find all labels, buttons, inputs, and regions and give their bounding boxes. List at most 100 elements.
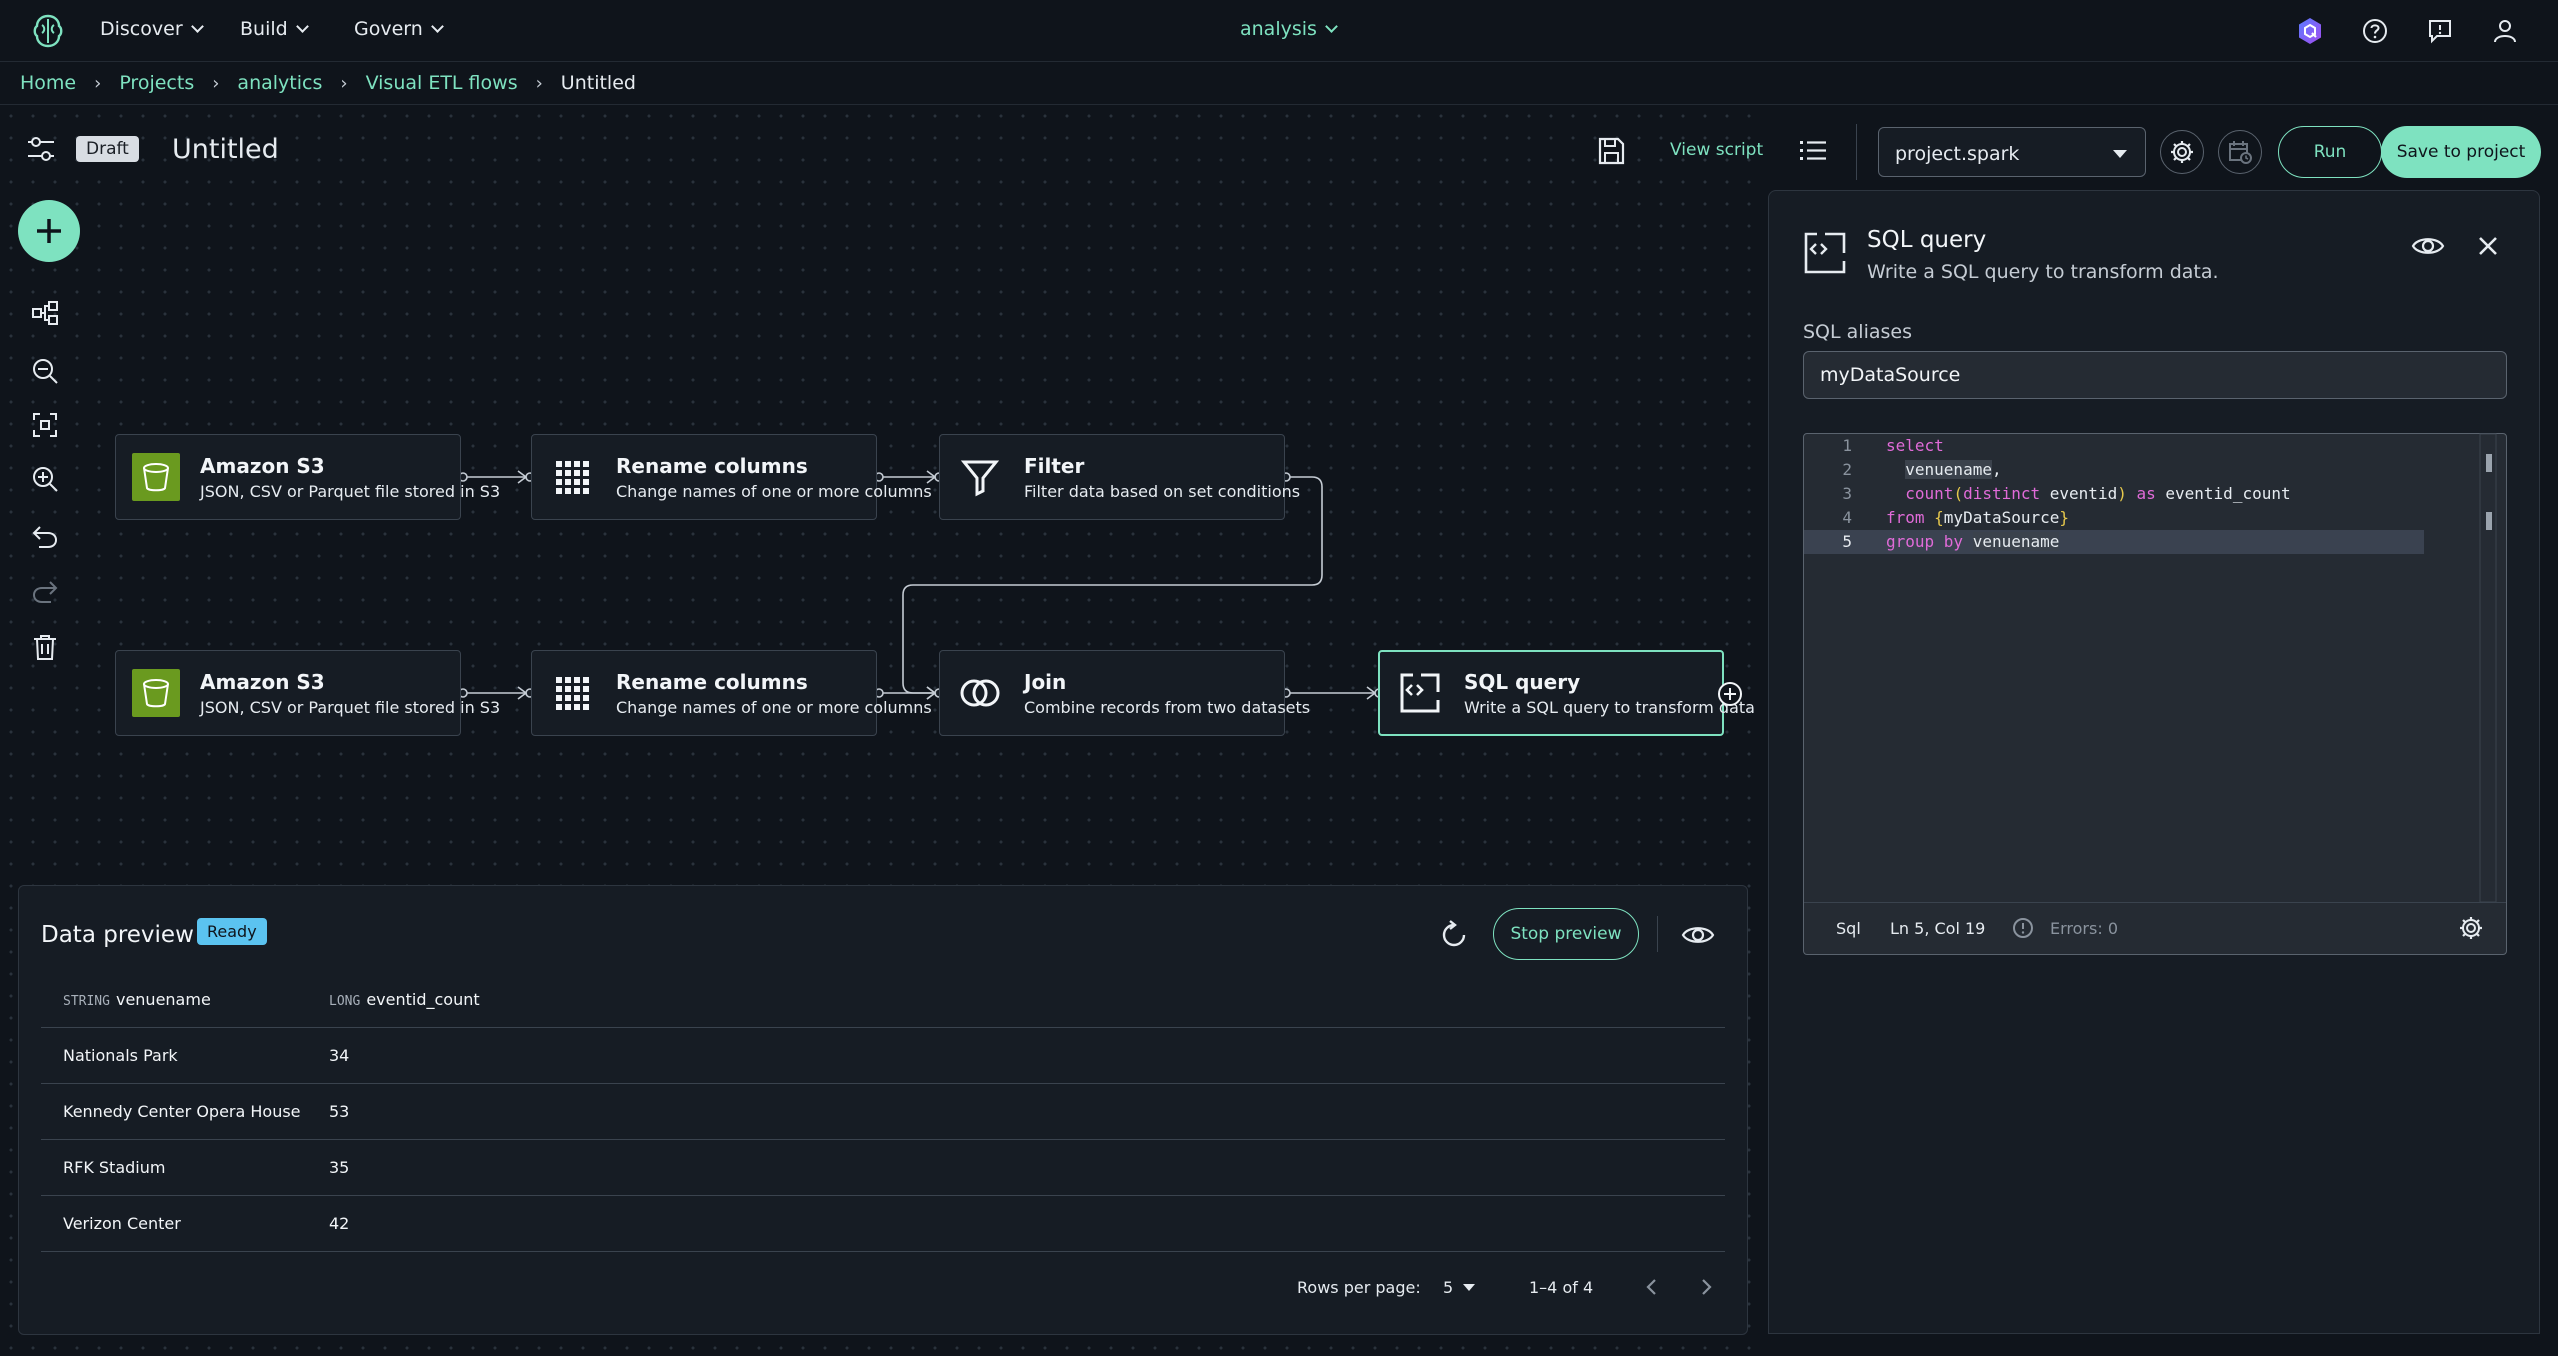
node-title: Rename columns	[616, 669, 808, 694]
table-cell: 53	[329, 1102, 350, 1121]
sql-code-editor[interactable]: 1 select 2 venuename, 3 count(distinct e…	[1803, 433, 2507, 955]
sql-query-icon	[1804, 232, 1846, 274]
top-navigation-bar: Discover Build Govern analysis	[0, 0, 2558, 62]
app-logo-icon[interactable]	[30, 13, 66, 49]
code-token: eventid_count	[2155, 484, 2291, 503]
list-view-icon[interactable]	[1798, 136, 1828, 166]
code-token: myDataSource	[1943, 508, 2060, 527]
feedback-icon[interactable]	[2423, 14, 2457, 48]
amazon-q-icon[interactable]	[2293, 14, 2327, 48]
schedule-button	[2218, 130, 2262, 174]
line-number: 2	[1842, 460, 1852, 479]
sql-alias-input[interactable]: myDataSource	[1803, 351, 2507, 399]
runtime-select[interactable]: project.spark	[1878, 127, 2146, 177]
editor-status-bar: Sql Ln 5, Col 19 Errors: 0	[1804, 902, 2506, 954]
node-description: Filter data based on set conditions	[1024, 481, 1301, 501]
view-script-link[interactable]: View script	[1670, 140, 1764, 160]
node-config-panel: SQL query Write a SQL query to transform…	[1768, 190, 2540, 1334]
delete-icon[interactable]	[28, 630, 62, 664]
refresh-icon[interactable]	[1437, 918, 1471, 952]
eye-icon[interactable]	[1681, 918, 1715, 952]
line-number: 1	[1842, 436, 1852, 455]
node-title: SQL query	[1464, 669, 1581, 694]
fit-to-screen-icon[interactable]	[28, 408, 62, 442]
editor-scrollbar[interactable]	[2479, 433, 2497, 903]
breadcrumb-projects[interactable]: Projects	[119, 72, 195, 94]
gear-icon[interactable]	[2458, 915, 2484, 941]
error-icon	[2013, 918, 2033, 938]
nav-build-menu[interactable]: Build	[240, 18, 309, 40]
zoom-out-icon[interactable]	[28, 354, 62, 388]
auto-layout-icon[interactable]	[28, 296, 62, 330]
run-button[interactable]: Run	[2278, 126, 2382, 178]
panel-title: SQL query	[1867, 227, 1987, 253]
breadcrumb-separator: ›	[535, 72, 543, 94]
draft-status-badge: Draft	[76, 136, 139, 162]
line-number: 3	[1842, 484, 1852, 503]
node-title: Filter	[1024, 453, 1085, 478]
user-profile-icon[interactable]	[2488, 14, 2522, 48]
cursor-position: Ln 5, Col 19	[1890, 919, 1986, 938]
gear-icon	[2171, 141, 2193, 163]
stop-preview-button[interactable]: Stop preview	[1493, 908, 1639, 960]
flow-title[interactable]: Untitled	[172, 134, 279, 165]
rows-per-page-select[interactable]: 5	[1443, 1278, 1476, 1297]
error-count: Errors: 0	[2050, 919, 2118, 938]
breadcrumb-separator: ›	[212, 72, 220, 94]
breadcrumb-separator: ›	[340, 72, 348, 94]
breadcrumb-visual-etl-flows[interactable]: Visual ETL flows	[365, 72, 518, 94]
column-name: venuename	[115, 990, 211, 1009]
code-area[interactable]: 1 select 2 venuename, 3 count(distinct e…	[1804, 433, 2506, 903]
eye-icon[interactable]	[2411, 229, 2445, 263]
chevron-down-icon	[295, 19, 309, 33]
grid-icon	[548, 453, 596, 501]
chevron-down-icon	[430, 19, 444, 33]
save-draft-icon[interactable]	[1596, 136, 1626, 166]
node-title: Rename columns	[616, 453, 808, 478]
table-row: Kennedy Center Opera House 53	[41, 1084, 1725, 1140]
add-downstream-node-icon[interactable]	[1716, 680, 1744, 708]
code-token: venuename	[1905, 460, 1992, 479]
nav-govern-menu[interactable]: Govern	[354, 18, 444, 40]
table-cell: 34	[329, 1046, 350, 1065]
preview-toolbar-divider	[1657, 916, 1658, 952]
settings-button[interactable]	[2160, 130, 2204, 174]
code-token: venuename	[1972, 532, 2060, 551]
zoom-in-icon[interactable]	[28, 462, 62, 496]
table-row: RFK Stadium 35	[41, 1140, 1725, 1196]
flow-settings-icon[interactable]	[24, 132, 58, 170]
join-icon	[956, 669, 1004, 717]
nav-discover-label: Discover	[100, 18, 183, 40]
line-number: 4	[1842, 508, 1852, 527]
breadcrumb-home[interactable]: Home	[20, 72, 77, 94]
save-to-project-button[interactable]: Save to project	[2381, 126, 2541, 178]
rows-per-page-value: 5	[1443, 1278, 1454, 1297]
close-icon[interactable]	[2471, 229, 2505, 263]
sql-query-icon	[1396, 669, 1444, 717]
node-description: Combine records from two datasets	[1024, 697, 1311, 717]
project-selector[interactable]: analysis	[1240, 18, 1338, 40]
nav-discover-menu[interactable]: Discover	[100, 18, 204, 40]
code-line: 1 select	[1804, 434, 2424, 458]
undo-icon[interactable]	[28, 520, 62, 554]
data-preview-title: Data preview	[41, 922, 194, 948]
code-token: select	[1886, 436, 1944, 455]
code-token: group by	[1886, 532, 1964, 551]
table-row: Verizon Center 42	[41, 1196, 1725, 1252]
add-node-button[interactable]	[18, 200, 80, 262]
breadcrumb-analytics[interactable]: analytics	[237, 72, 323, 94]
line-number: 5	[1842, 532, 1852, 551]
help-icon[interactable]	[2358, 14, 2392, 48]
nav-build-label: Build	[240, 18, 288, 40]
